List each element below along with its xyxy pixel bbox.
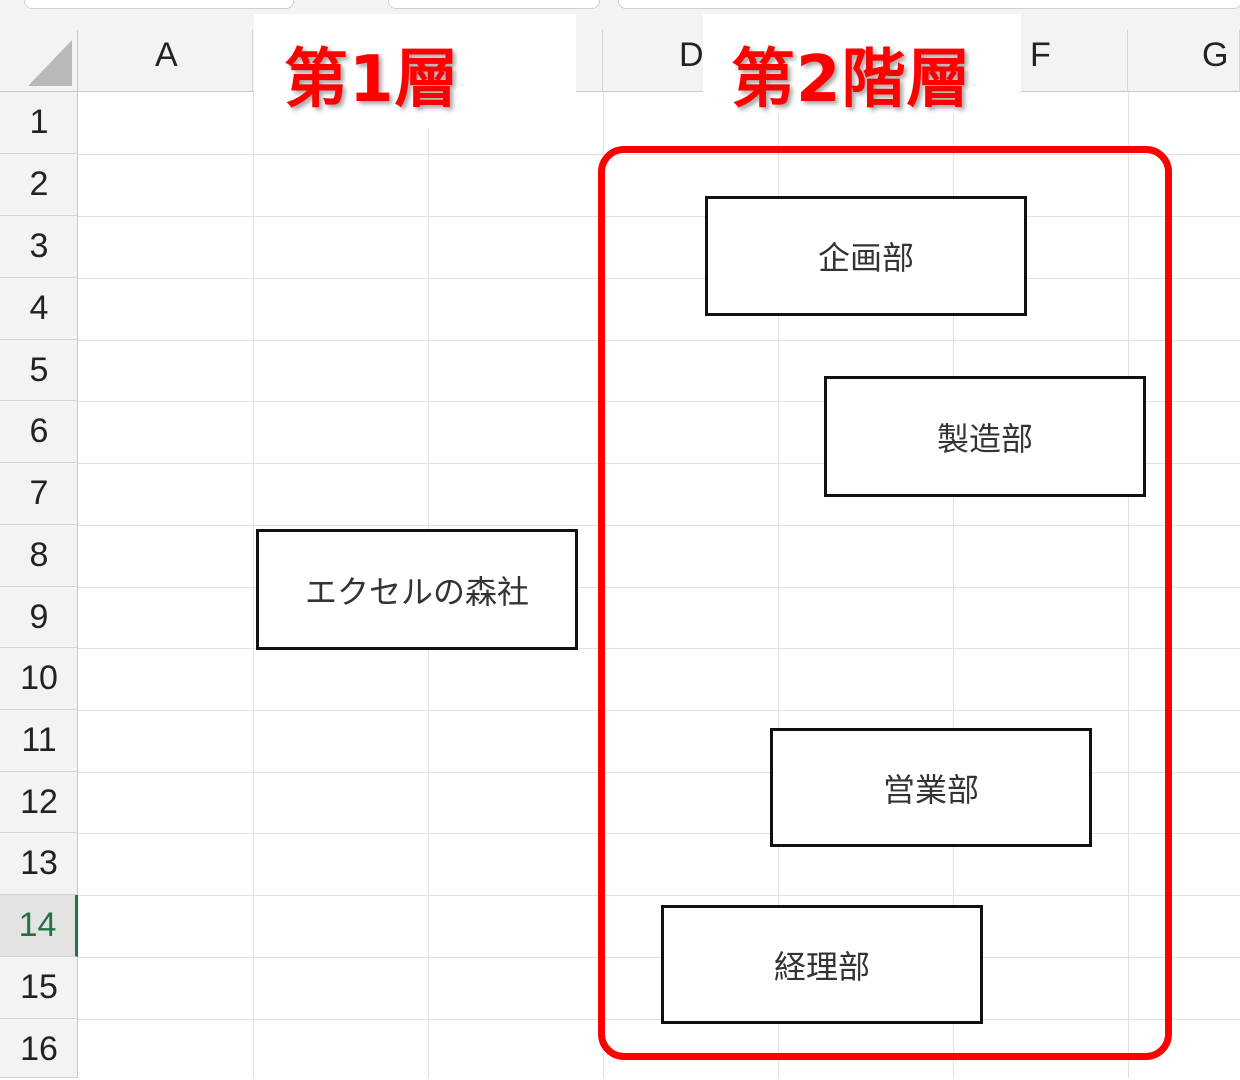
gridline-horizontal — [78, 957, 1240, 958]
gridline-horizontal — [78, 278, 1240, 279]
shape-planning-dept[interactable]: 企画部 — [705, 196, 1027, 316]
row-header-15[interactable]: 15 — [0, 957, 78, 1019]
gridline-horizontal — [78, 340, 1240, 341]
gridline-vertical — [1128, 92, 1129, 1078]
row-header-2[interactable]: 2 — [0, 154, 78, 216]
row-header-10[interactable]: 10 — [0, 648, 78, 710]
row-header-16[interactable]: 16 — [0, 1019, 78, 1078]
gridline-horizontal — [78, 772, 1240, 773]
title-backdrop-level1 — [254, 14, 576, 128]
row-header-5[interactable]: 5 — [0, 340, 78, 401]
gridline-horizontal — [78, 1019, 1240, 1020]
select-all-button[interactable] — [0, 30, 78, 92]
gridline-vertical — [778, 92, 779, 1078]
column-label-A: A — [155, 36, 178, 74]
row-header-14[interactable]: 14 — [0, 895, 78, 957]
level1-title: 第1層 — [284, 43, 460, 117]
toolbar-control[interactable] — [24, 0, 294, 9]
row-header-1[interactable]: 1 — [0, 92, 78, 154]
row-header-3[interactable]: 3 — [0, 216, 78, 278]
row-header-column: 1 2 3 4 5 6 7 8 9 10 11 12 13 14 15 16 — [0, 92, 78, 1078]
shape-sales-dept[interactable]: 営業部 — [770, 728, 1092, 847]
column-label-D: D — [679, 36, 704, 74]
column-header-A[interactable] — [78, 30, 253, 92]
gridline-horizontal — [78, 463, 1240, 464]
row-header-4[interactable]: 4 — [0, 278, 78, 340]
gridline-horizontal — [78, 587, 1240, 588]
row-header-7[interactable]: 7 — [0, 463, 78, 525]
row-header-8[interactable]: 8 — [0, 525, 78, 587]
column-header-G[interactable] — [1128, 30, 1240, 92]
gridline-horizontal — [78, 401, 1240, 402]
level2-highlight-frame — [598, 146, 1172, 1060]
column-label-F: F — [1030, 36, 1051, 74]
gridline-horizontal — [78, 833, 1240, 834]
level2-title: 第2階層 — [731, 43, 972, 117]
row-header-12[interactable]: 12 — [0, 772, 78, 833]
row-header-11[interactable]: 11 — [0, 710, 78, 772]
row-header-9[interactable]: 9 — [0, 587, 78, 648]
gridline-vertical — [953, 92, 954, 1078]
gridline-horizontal — [78, 895, 1240, 896]
shape-company[interactable]: エクセルの森社 — [256, 529, 578, 650]
row-header-13[interactable]: 13 — [0, 833, 78, 895]
row-header-6[interactable]: 6 — [0, 401, 78, 463]
select-all-triangle-icon — [28, 40, 72, 86]
shape-accounting-dept[interactable]: 経理部 — [661, 905, 983, 1024]
gridline-horizontal — [78, 154, 1240, 155]
gridline-horizontal — [78, 710, 1240, 711]
gridline-horizontal — [78, 216, 1240, 217]
title-backdrop-level2 — [703, 14, 1021, 114]
gridline-horizontal — [78, 525, 1240, 526]
column-label-G: G — [1202, 36, 1229, 74]
toolbar-control[interactable] — [618, 0, 1240, 9]
gridline-vertical — [253, 92, 254, 1078]
sheet-top-strip — [0, 0, 1240, 30]
toolbar-control[interactable] — [388, 0, 600, 9]
shape-manufacturing-dept[interactable]: 製造部 — [824, 376, 1146, 497]
gridline-horizontal — [78, 648, 1240, 649]
